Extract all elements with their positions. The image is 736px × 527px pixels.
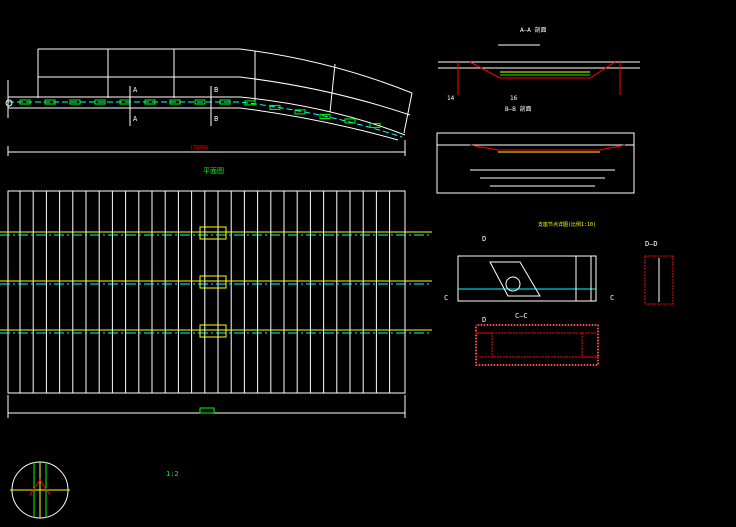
label-16: 16 [510,95,518,102]
deck-segment-box [369,122,381,128]
deck-segment-box [294,109,306,115]
bridge-elevation-view [5,48,413,156]
detail-labels: 支座节点详图(比例1:10) D C C D D—D C—C [444,221,658,324]
deck-segment-box [19,99,31,105]
deck-segment-box [194,99,206,105]
section-bb-view [436,132,635,194]
cc-section-label: C—C [515,312,528,320]
plan-labels: 平面图 [203,167,224,175]
deck-bottom [8,107,399,141]
bearing-scale-label: 1:2 [166,470,179,478]
section-a-marker-top: A [133,86,138,94]
deck-segment-boxes [19,99,381,128]
deck-segment-box [344,118,356,124]
deck-segment-box [269,104,281,110]
section-aa-view [438,44,640,95]
deck-centerline [8,101,403,138]
label-14: 14 [447,95,455,102]
deck-segment-box [44,99,56,105]
plan-dimension-tag [199,407,215,414]
deck-segment-box [219,99,231,105]
section-aa-title: A—A 剖面 [520,26,546,34]
deck-top [8,96,406,136]
detail-marker-c-left: C [444,294,448,302]
plan-title: 平面图 [203,167,224,175]
section-cut-lines [129,86,212,126]
detail-marker-d-bottom: D [482,316,486,324]
plan-ribs [19,191,391,393]
handrail-top [38,48,413,94]
section-a-marker-bottom: A [133,115,138,123]
section-aa-labels: A—A 剖面 14 16 [447,26,546,102]
bearing-labels: 1:2 [166,470,179,478]
deck-segment-box [94,99,106,105]
deck-segment-box [69,99,81,105]
deck-segment-box [244,100,256,106]
dd-section-label: D—D [645,240,658,248]
section-bb-title: B—B 剖面 [505,105,531,113]
plan-outline [7,190,406,394]
deck-segment-box [144,99,156,105]
section-b-marker-top: B [214,86,218,94]
elevation-labels: A A B B (7800) [133,86,218,151]
detail-marker-d-left: D [482,235,486,243]
section-b-marker-bottom: B [214,115,218,123]
handrail-mid [38,76,411,116]
deck-segment-box [319,113,331,119]
plan-longitudinal-beams [0,226,432,338]
details-title: 支座节点详图(比例1:10) [538,221,596,228]
section-bb-labels: B—B 剖面 [505,105,531,113]
handrail-posts [37,49,413,134]
bearing-circle-detail [10,461,70,519]
bearing-detail-view [457,255,674,366]
deck-segment-box [169,99,181,105]
pin-left [5,99,13,107]
detail-marker-c-right: C [610,294,614,302]
total-dimension-text: (7800) [190,145,208,151]
